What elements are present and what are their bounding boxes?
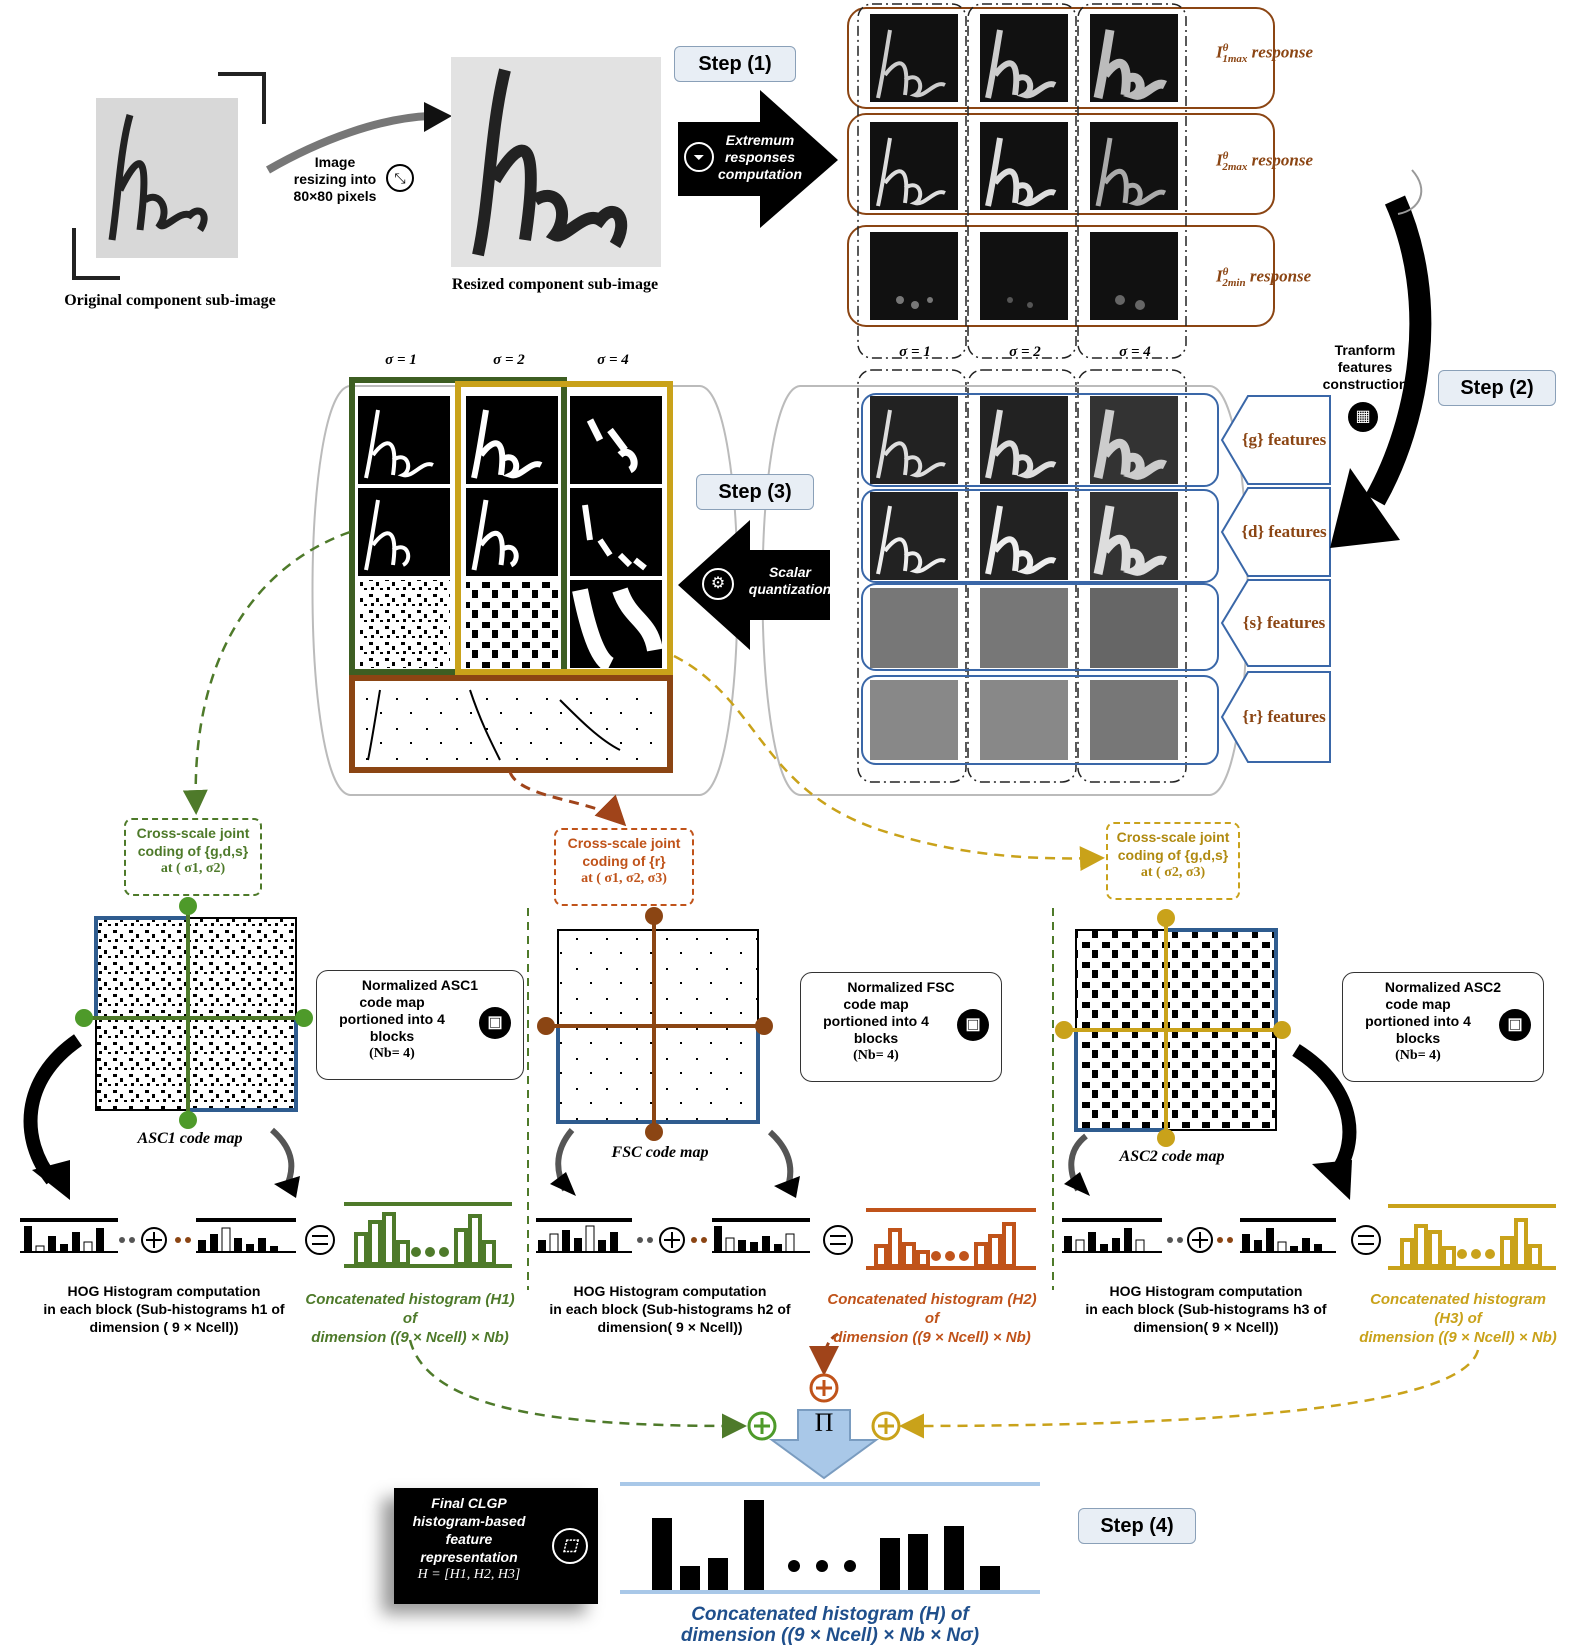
concat-histogram-h3 bbox=[1388, 1204, 1556, 1270]
response-row-1 bbox=[847, 7, 1275, 109]
original-image bbox=[96, 98, 238, 258]
response-row-3 bbox=[847, 225, 1275, 327]
asc2-group-box bbox=[455, 381, 673, 675]
feature-box-icon: ⬚ bbox=[552, 1528, 588, 1564]
step3-arrow bbox=[678, 520, 830, 650]
quantized-images bbox=[358, 396, 663, 764]
final-histogram bbox=[620, 1482, 1040, 1594]
sigma-right-3: σ = 4 bbox=[1119, 344, 1151, 360]
fsc-map-label: FSC code map bbox=[611, 1144, 709, 1161]
grid-icon: ▦ bbox=[1348, 402, 1378, 432]
corner-marker-top bbox=[218, 72, 266, 124]
cross-scale-box-left: Cross-scale joint coding of {g,d,s} at (… bbox=[124, 818, 262, 896]
step4-label: Step (4) bbox=[1078, 1508, 1196, 1544]
concat-label-h1: Concatenated histogram (H1) of dimension… bbox=[305, 1291, 515, 1346]
asc1-info-box: Normalized ASC1 code map portioned into … bbox=[316, 970, 524, 1080]
product-symbol: Π bbox=[814, 1408, 834, 1437]
asc2-map bbox=[1055, 909, 1291, 1147]
product-arrow bbox=[768, 1409, 880, 1480]
asc2-info-box: Normalized ASC2 code map portioned into … bbox=[1342, 972, 1544, 1082]
hog-label-1: HOG Histogram computation in each block … bbox=[43, 1283, 285, 1335]
concat-label-h2: Concatenated histogram (H2) of dimension… bbox=[827, 1291, 1037, 1346]
cylinder-left bbox=[311, 385, 739, 796]
block-map-icon: ▣ bbox=[479, 1007, 511, 1039]
feature-g: {g} features bbox=[1241, 430, 1327, 449]
asc2-map-label: ASC2 code map bbox=[1119, 1148, 1225, 1165]
fsc-info-box: Normalized FSC code map portioned into 4… bbox=[800, 972, 1002, 1082]
corner-marker-bottom bbox=[72, 228, 120, 280]
sigma-left-2: σ = 2 bbox=[493, 352, 525, 368]
feature-images bbox=[870, 396, 1178, 760]
transform-label: Tranform features construction bbox=[1322, 342, 1408, 392]
resized-image bbox=[451, 57, 661, 267]
response-label-3: Iθ2min response bbox=[1216, 266, 1312, 290]
plus-symbols bbox=[119, 1225, 1381, 1255]
step1-label: Step (1) bbox=[674, 46, 796, 82]
resize-icon: ⤡ bbox=[386, 164, 414, 192]
feature-d: {d} features bbox=[1241, 522, 1327, 541]
final-histogram-title: Concatenated histogram (H) of dimension … bbox=[680, 1604, 980, 1646]
hog-label-2: HOG Histogram computation in each block … bbox=[549, 1283, 791, 1335]
concat-label-h3: Concatenated histogram (H3) of dimension… bbox=[1359, 1291, 1557, 1346]
resize-arrow bbox=[266, 112, 431, 174]
merge-plus-icons bbox=[747, 1373, 901, 1441]
step1-arrow bbox=[678, 90, 838, 228]
fsc-map bbox=[537, 907, 773, 1141]
fsc-group-box bbox=[349, 675, 673, 773]
concat-histogram-h1 bbox=[344, 1202, 512, 1268]
sigma-left-1: σ = 1 bbox=[385, 352, 417, 368]
scalar-label: Scalar quantization bbox=[748, 564, 832, 597]
block-map-icon: ▣ bbox=[957, 1009, 989, 1041]
hog-histograms-2 bbox=[536, 1218, 810, 1253]
extremum-label: Extremum responses computation bbox=[718, 132, 802, 182]
response-label-2: Iθ2max response bbox=[1216, 150, 1314, 174]
sigma-left-3: σ = 4 bbox=[597, 352, 629, 368]
response-row-2 bbox=[847, 113, 1275, 215]
hog-histograms-3 bbox=[1062, 1218, 1336, 1253]
step2-label: Step (2) bbox=[1438, 370, 1556, 406]
asc1-map-label: ASC1 code map bbox=[137, 1130, 243, 1147]
cross-scale-box-right: Cross-scale joint coding of {g,d,s} at (… bbox=[1106, 822, 1240, 900]
gear-icon: ⚙ bbox=[702, 568, 734, 600]
asc1-map bbox=[75, 897, 313, 1129]
sigma-right-1: σ = 1 bbox=[899, 344, 931, 360]
hog-histograms-1 bbox=[20, 1218, 296, 1253]
resize-label: Image resizing into 80×80 pixels bbox=[293, 154, 377, 204]
original-caption: Original component sub-image bbox=[64, 292, 276, 309]
feature-s: {s} features bbox=[1242, 613, 1326, 632]
hog-label-3: HOG Histogram computation in each block … bbox=[1085, 1283, 1327, 1335]
cross-scale-box-mid: Cross-scale joint coding of {r} at ( σ1,… bbox=[554, 828, 694, 906]
response-label-1: Iθ1max response bbox=[1216, 42, 1314, 66]
feature-r: {r} features bbox=[1242, 707, 1326, 726]
concat-histogram-h2 bbox=[866, 1208, 1036, 1270]
filter-icon: ⏷ bbox=[684, 142, 714, 172]
sigma-right-2: σ = 2 bbox=[1009, 344, 1041, 360]
final-clgp-box: Final CLGP histogram-based feature repre… bbox=[394, 1488, 598, 1604]
resized-caption: Resized component sub-image bbox=[451, 276, 659, 293]
step3-label: Step (3) bbox=[696, 474, 814, 510]
response-images bbox=[870, 14, 1178, 320]
block-map-icon: ▣ bbox=[1499, 1009, 1531, 1041]
